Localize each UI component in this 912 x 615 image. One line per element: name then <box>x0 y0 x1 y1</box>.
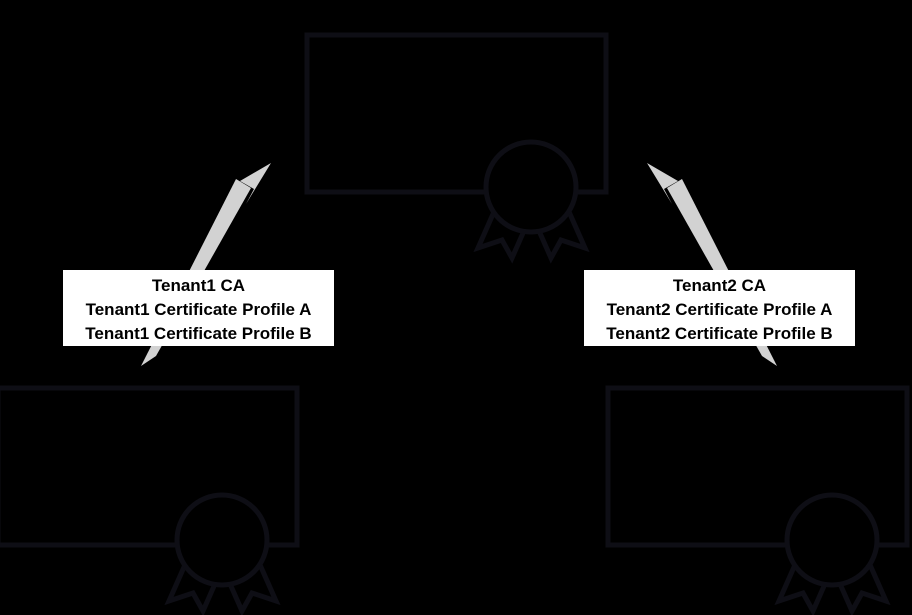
certificate-rosette-root <box>483 139 579 235</box>
certificate-sheet-outline-root <box>304 32 609 195</box>
certificate-icon-tenant2[interactable] <box>605 385 910 615</box>
tenant2-profile-a-label: Tenant2 Certificate Profile A <box>606 300 833 319</box>
tenant1-label-box[interactable]: Tenant1 CA Tenant1 Certificate Profile A… <box>63 270 334 346</box>
certificate-rosette-tenant1 <box>174 492 270 588</box>
tenant2-profile-b-label: Tenant2 Certificate Profile B <box>606 324 833 343</box>
certificate-sheet-outline-tenant1 <box>0 385 300 548</box>
arrow-head-tenant2 <box>647 163 678 204</box>
tenant1-profile-a-label: Tenant1 Certificate Profile A <box>85 300 312 319</box>
tenant2-label-box[interactable]: Tenant2 CA Tenant2 Certificate Profile A… <box>584 270 855 346</box>
certificate-icon-root[interactable] <box>304 32 609 264</box>
tenant1-profile-b-label: Tenant1 Certificate Profile B <box>85 324 312 343</box>
certificate-rosette-tenant2 <box>784 492 880 588</box>
certificate-icon-tenant1[interactable] <box>0 385 300 615</box>
arrow-head-tenant1 <box>240 163 271 204</box>
certificate-sheet-outline-tenant2 <box>605 385 910 548</box>
tenant2-ca-label: Tenant2 CA <box>672 276 767 295</box>
tenant1-ca-label: Tenant1 CA <box>151 276 246 295</box>
